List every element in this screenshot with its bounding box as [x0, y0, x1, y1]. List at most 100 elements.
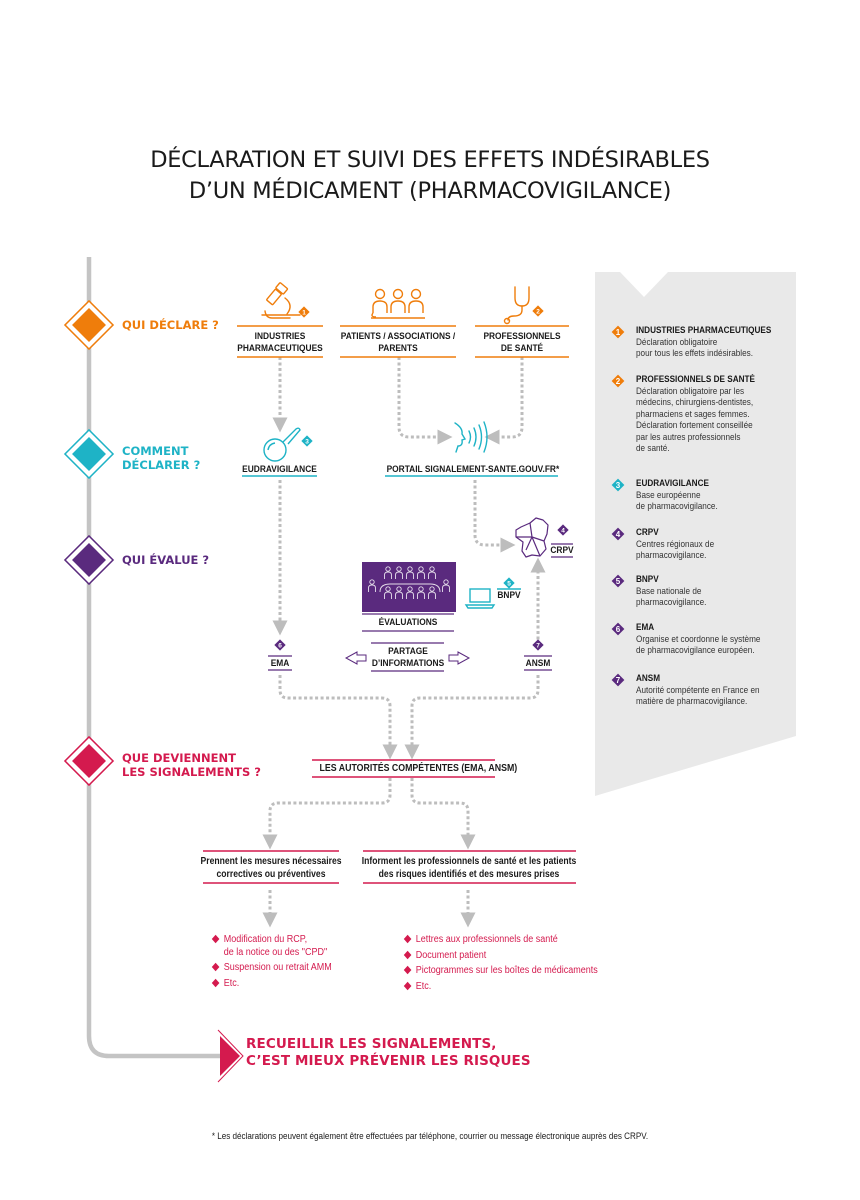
- evaluations-label: ÉVALUATIONS: [378, 617, 438, 628]
- legend-badge-7: 7: [611, 673, 625, 687]
- footnote: * Les déclarations peuvent également êtr…: [211, 1131, 649, 1141]
- outcome-inform: Informent les professionnels de santé et…: [361, 856, 577, 880]
- magnifier-icon: [263, 427, 301, 462]
- legend-item-body-line: par les autres professionnels: [636, 431, 741, 443]
- title-line-2: D’UN MÉDICAMENT (PHARMACOVIGILANCE): [188, 178, 672, 204]
- connector-pros-portal: [484, 357, 524, 445]
- svg-text:1: 1: [302, 310, 306, 317]
- number-badge-7: 7: [532, 639, 544, 651]
- legend-item-body-line: Centres régionaux de: [636, 538, 715, 550]
- evaluator-ema: EMA: [270, 658, 290, 669]
- list-item: Etc.: [404, 979, 598, 995]
- legend-badge-1: 1: [611, 325, 625, 339]
- legend-item-title: ANSM: [636, 673, 661, 684]
- step-diamond-qui-evalue: [63, 534, 115, 586]
- legend-item-title: PROFESSIONNELS DE SANTÉ: [636, 374, 755, 385]
- svg-text:5: 5: [616, 577, 621, 586]
- legend-item-body-line: pharmacovigilance.: [636, 550, 707, 561]
- legend-item-body-line: pour tous les effets indésirables.: [636, 348, 754, 359]
- declarant-patients: PATIENTS / ASSOCIATIONS /PARENTS: [340, 331, 456, 354]
- legend-item-title: INDUSTRIES PHARMACEUTIQUES: [636, 325, 772, 336]
- number-badge-6: 6: [274, 639, 286, 651]
- legend-item-title: BNPV: [636, 574, 659, 585]
- declarant-rules: [237, 325, 569, 358]
- legend-badge-4: 4: [611, 527, 625, 541]
- legend-badge-2: 2: [611, 374, 625, 388]
- connector-authorities-measures: [262, 778, 392, 850]
- legend-badge-5: 5: [611, 574, 625, 588]
- legend-item-body-line: Autorité compétente en France en: [636, 684, 760, 696]
- authorities-label: LES AUTORITÉS COMPÉTENTES (EMA, ANSM): [319, 763, 518, 774]
- conclusion-arrow-icon: [217, 1029, 244, 1083]
- list-item: Pictogrammes sur les boîtes de médicamen…: [404, 963, 598, 979]
- laptop-icon: [464, 588, 496, 609]
- sharing-arrows-icon: [344, 651, 471, 665]
- number-badge-4: 4: [557, 524, 569, 536]
- step-label-qui-evalue: QUI ÉVALUE ?: [122, 553, 210, 567]
- legend-item-body-line: Base nationale de: [636, 585, 702, 597]
- france-map-icon: [515, 517, 549, 558]
- evaluator-ansm: ANSM: [525, 658, 551, 669]
- connector-authorities-inform: [410, 778, 476, 850]
- connectors: [262, 357, 546, 928]
- legend-item-body-line: de pharmacovigilance.: [636, 501, 718, 512]
- legend-item-body-line: de pharmacovigilance européen.: [636, 645, 755, 656]
- channel-eudravigilance: EUDRAVIGILANCE: [242, 464, 317, 475]
- legend-item-title: EMA: [636, 622, 655, 633]
- svg-text:5: 5: [507, 581, 511, 588]
- number-badge-5: 5: [503, 577, 515, 589]
- legend-item-title: EUDRAVIGILANCE: [636, 478, 709, 489]
- number-badge-1: 1: [298, 306, 310, 318]
- legend-item-body-line: Déclaration fortement conseillée: [636, 420, 753, 431]
- legend-badge-6: 6: [611, 622, 625, 636]
- people-icon: [371, 288, 425, 319]
- svg-text:2: 2: [616, 377, 621, 386]
- evaluations-committee-icon: [362, 562, 456, 612]
- speaking-head-icon: [454, 421, 488, 453]
- svg-text:1: 1: [616, 328, 621, 337]
- microscope-icon: [261, 282, 301, 319]
- legend-item-body-line: pharmaciens et sages femmes.: [636, 408, 750, 420]
- list-item: Suspension ou retrait AMM: [212, 960, 332, 976]
- channel-portail: PORTAIL SIGNALEMENT-SANTE.GOUV.FR*: [386, 464, 560, 475]
- legend-item-body-line: pharmacovigilance.: [636, 597, 707, 608]
- svg-text:4: 4: [561, 528, 565, 535]
- connector-ema-authorities: [278, 675, 398, 760]
- connector-ansm-authorities: [404, 675, 540, 760]
- svg-text:7: 7: [616, 676, 621, 685]
- evaluator-rules: [268, 543, 573, 672]
- evaluator-bnpv: BNPV: [497, 590, 521, 601]
- number-badge-3: 3: [301, 435, 313, 447]
- measures-list: Modification du RCP, de la notice ou des…: [212, 932, 332, 991]
- step-label-qui-declare: QUI DÉCLARE ?: [122, 318, 219, 332]
- timeline-line: [86, 257, 220, 1059]
- list-item: Lettres aux professionnels de santé: [404, 932, 598, 948]
- list-item: Document patient: [404, 948, 598, 964]
- title-line-1: DÉCLARATION ET SUIVI DES EFFETS INDÉSIRA…: [150, 147, 710, 173]
- legend-item-body-line: Base européenne: [636, 489, 701, 501]
- legend-item-title: CRPV: [636, 527, 659, 538]
- legend-item-body-line: médecins, chirurgiens-dentistes,: [636, 397, 754, 408]
- legend-item-body-line: Organise et coordonne le système: [636, 633, 761, 645]
- svg-text:4: 4: [616, 530, 621, 539]
- step-diamond-comment-declarer: [63, 428, 115, 480]
- connector-patients-portal: [397, 357, 453, 445]
- outcome-rules: [203, 759, 576, 884]
- page-title: DÉCLARATION ET SUIVI DES EFFETS INDÉSIRA…: [0, 145, 860, 207]
- channel-rules: [242, 475, 558, 590]
- svg-text:7: 7: [536, 643, 540, 650]
- svg-text:3: 3: [616, 481, 621, 490]
- svg-text:6: 6: [278, 643, 282, 650]
